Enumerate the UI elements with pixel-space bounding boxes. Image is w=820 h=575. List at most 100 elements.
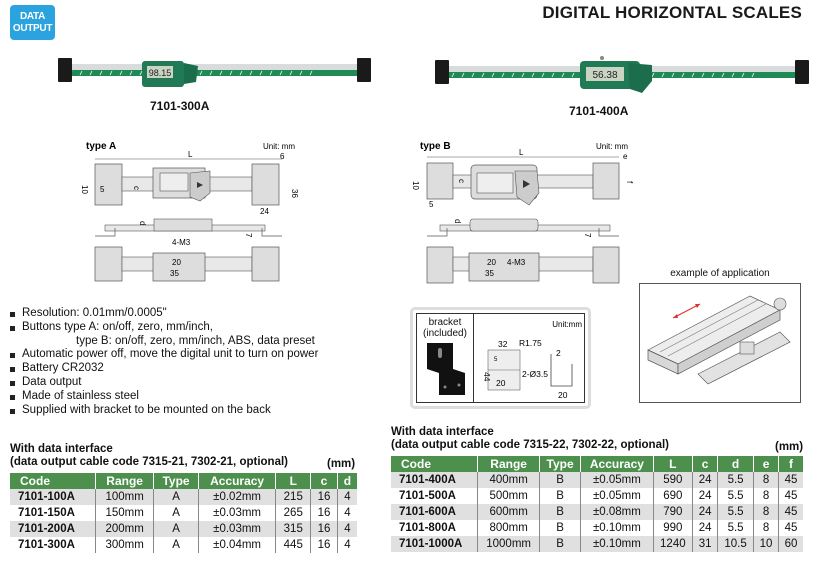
dim-f: f [625,181,634,184]
column-header: Type [153,473,199,489]
table-cell: 1240 [653,536,694,552]
table-cell: 10 [753,536,780,552]
dim-4-m3: 4-M3 [172,238,191,247]
bracket-hole [457,383,461,387]
table-cell: 4 [337,537,357,553]
bracket-shape [427,343,465,395]
t-slot [667,303,767,357]
application-caption: example of application [670,268,770,279]
dim-4-m3: 4-M3 [507,258,526,267]
table-cell: 7101-1000A [391,536,479,552]
table-cell: 100mm [95,489,155,505]
table-cell: 4 [337,505,357,521]
table-cell: 16 [310,521,338,537]
bottom-left-block [94,246,123,282]
column-header: Range [95,473,155,489]
table-cell: 150mm [95,505,155,521]
badge-line1: DATA [19,10,46,22]
bracket-label-line2: (included) [423,328,467,339]
table-cell: 16 [310,537,338,553]
dim-5: 5 [429,200,434,209]
table-cell: 5.5 [717,472,755,488]
column-header: d [337,473,357,489]
dim-L: L [188,150,193,159]
table-a-caption-line1: With data interface [10,443,113,455]
dim-slot-5: 5 [494,357,498,363]
table-cell: 8 [753,488,780,504]
badge-line2: OUTPUT [12,22,53,34]
lcd-reading: 56.38 [592,70,617,81]
right-end-block [251,163,280,206]
feature-list: Resolution: 0.01mm/0.0005" Buttons type … [10,307,318,417]
table-cell: 45 [778,520,803,536]
dim-d: d [453,219,462,223]
table-cell: 7101-400A [391,472,479,488]
feature-item: Made of stainless steel [10,390,318,404]
t-slot [659,299,759,353]
table-side-face [677,309,781,375]
table-cell: 215 [275,489,312,505]
lock-screw [600,56,604,60]
dim-10: 10 [80,185,89,194]
bracket-panel: bracket (included) Unit:mm 32 R1.75 44 5… [410,307,591,409]
table-cell: 315 [275,521,312,537]
table-cell: B [539,536,582,552]
table-cell: 7101-800A [391,520,479,536]
product-label-7101-300A: 7101-300A [150,99,210,113]
table-cell: 600mm [477,504,540,520]
arrowhead-left-icon [673,314,678,318]
column-header: e [753,456,780,472]
table-cell: 1000mm [477,536,540,552]
table-cell: 45 [778,472,803,488]
dim-20-holes: 20 [496,378,506,388]
table-cell: 7101-200A [10,521,96,537]
table-cell: 60 [778,536,803,552]
column-header: c [310,473,338,489]
table-cell: A [153,537,199,553]
drawing-type-a: type A Unit: mm L 6 36 24 10 5 c d 7 4-M… [80,141,299,282]
dim-20: 20 [487,258,496,267]
table-cell: 790 [653,504,694,520]
dim-10: 10 [411,181,420,190]
dim-6: 6 [280,152,285,161]
table-cell: 5.5 [717,520,755,536]
table-cell: B [539,520,582,536]
scale-stripe [58,70,370,76]
table-cell: 7101-150A [10,505,96,521]
application-drawing [647,295,791,385]
scale-ticks [451,72,755,78]
button-triangle-icon [523,180,530,188]
bracket-hole [443,385,447,389]
dim-35: 35 [485,269,494,278]
table-cell: 24 [692,488,719,504]
column-header: c [692,456,719,472]
table-cell: 990 [653,520,694,536]
mounted-scale-unit [739,341,755,355]
table-b-caption-line1: With data interface [391,426,494,438]
bottom-right-block [251,246,280,282]
table-cell: 4 [337,489,357,505]
product-image-7101-400A: 56.38 [435,56,809,93]
dim-20: 20 [172,258,181,267]
right-end-block [795,60,809,84]
bottom-digital-unit [152,252,206,282]
table-cell: 24 [692,520,719,536]
table-cell: ±0.05mm [580,488,654,504]
side-digital-unit [469,218,539,232]
right-end-block [592,162,620,200]
lcd-screen [586,67,624,81]
table-cell: B [539,472,582,488]
dim-2: 2 [556,348,561,358]
motion-arrow-icon [672,303,701,319]
drawing-title: type B [420,141,451,152]
dim-2-holes: 2-Ø3.5 [522,369,548,379]
button-pod [514,170,540,206]
dim-e: e [623,152,628,161]
